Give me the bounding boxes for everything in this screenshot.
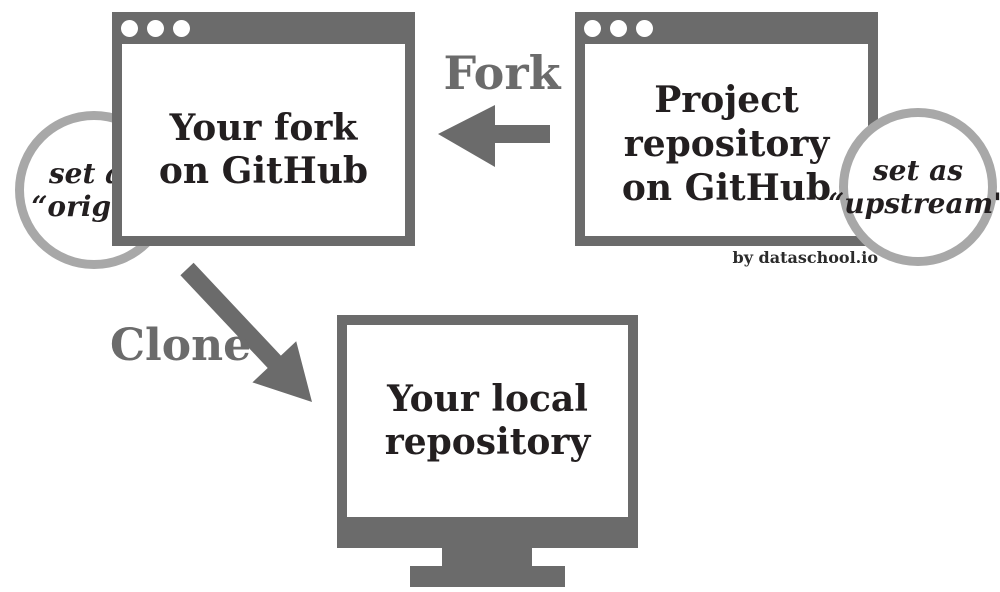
fork-window-body: Your fork on GitHub [112, 44, 415, 246]
clone-arrow [180, 262, 312, 402]
local-repo-label-line-1: Your local [387, 378, 588, 420]
upstream-badge-line-2: “upstream" [828, 187, 1000, 220]
project-window-title-line-3: on GitHub [621, 167, 832, 209]
window-dot-icon [610, 19, 627, 37]
fork-label: Fork [443, 46, 561, 100]
fork-window: Your fork on GitHub [112, 12, 415, 246]
upstream-badge: set as “upstream" [828, 108, 1000, 266]
fork-window-title-line-1: Your fork [169, 107, 358, 149]
window-dot-icon [584, 19, 601, 37]
project-window-title-line-1: Project [654, 79, 799, 121]
upstream-badge-line-1: set as [872, 154, 964, 187]
project-window-body: Project repository on GitHub [575, 44, 878, 246]
window-dot-icon [121, 19, 138, 37]
fork-window-titlebar [112, 12, 415, 44]
window-dot-icon [173, 19, 190, 37]
window-dot-icon [147, 19, 164, 37]
fork-window-title-line-2: on GitHub [158, 150, 369, 192]
monitor-stand-base [410, 566, 565, 587]
credit-byline: by dataschool.io [732, 248, 879, 267]
clone-label: Clone [110, 320, 252, 371]
local-repo-label-line-2: repository [384, 421, 591, 463]
monitor-screen: Your local repository [347, 325, 628, 517]
project-window-titlebar [575, 12, 878, 44]
monitor: Your local repository [337, 315, 638, 548]
project-window: Project repository on GitHub [575, 12, 878, 246]
project-window-title-line-2: repository [623, 123, 830, 165]
window-dot-icon [636, 19, 653, 37]
fork-arrow [438, 105, 550, 167]
monitor-stand-neck [442, 548, 532, 567]
